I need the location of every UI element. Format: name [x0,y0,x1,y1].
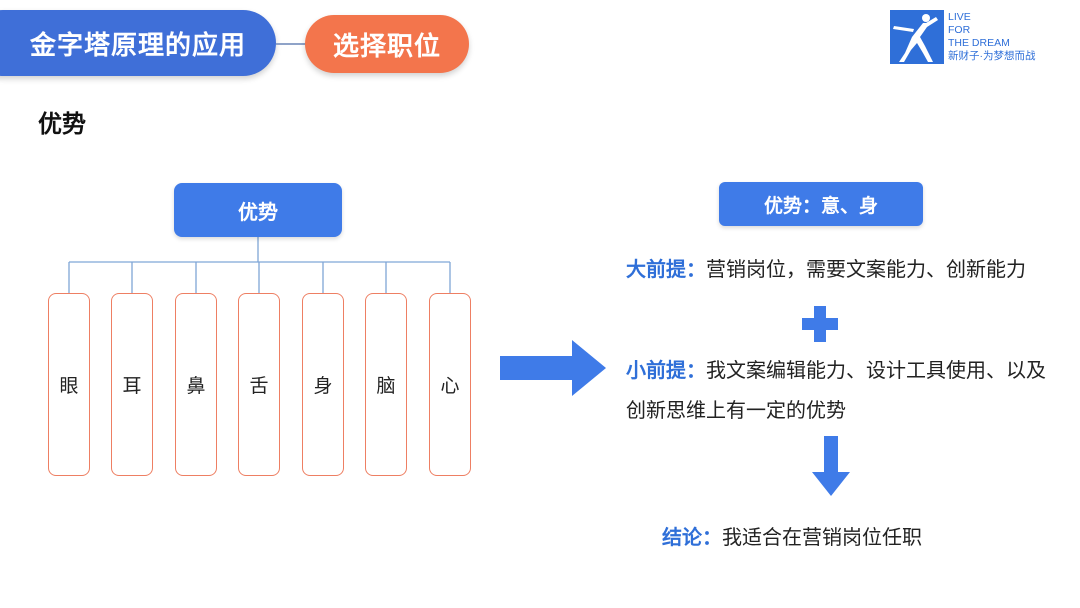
tree-leaf-ear: 耳 [111,293,153,476]
logo-line-the-dream: THE DREAM [948,37,1010,49]
arrow-right-icon [500,340,606,396]
arrow-down-icon [812,436,850,496]
conclusion-heading-box: 优势：意、身 [719,182,923,226]
logo-line-for: FOR [948,24,971,36]
logo-text: LIVE FOR THE DREAM 新财子·为梦想而战 [948,11,1036,63]
brand-logo: LIVE FOR THE DREAM 新财子·为梦想而战 [890,10,1062,66]
conclusion: 结论：我适合在营销岗位任职 [662,522,992,552]
minor-premise: 小前提：我文案编辑能力、设计工具使用、以及创新思维上有一定的优势 [626,350,1056,430]
major-premise-text: 营销岗位，需要文案能力、创新能力 [706,257,1026,281]
tree-leaf-body: 身 [302,293,344,476]
tree-leaf-heart: 心 [429,293,471,476]
conclusion-text: 我适合在营销岗位任职 [722,525,922,549]
conclusion-label: 结论： [662,525,722,549]
logo-line-live: LIVE [948,11,971,23]
minor-premise-label: 小前提： [626,358,706,382]
page-title: 金字塔原理的应用 [0,10,276,76]
plus-icon [802,306,838,342]
major-premise-label: 大前提： [626,257,706,281]
tree-root-box: 优势 [174,183,342,237]
tree-leaf-eye: 眼 [48,293,90,476]
major-premise: 大前提：营销岗位，需要文案能力、创新能力 [626,255,1046,283]
tree-leaf-brain: 脑 [365,293,407,476]
section-heading: 优势 [38,110,86,138]
page-subtitle: 选择职位 [305,15,469,73]
minor-premise-text: 我文案编辑能力、设计工具使用、以及创新思维上有一定的优势 [626,358,1046,422]
title-connector-line [276,43,306,45]
tree-leaf-nose: 鼻 [175,293,217,476]
tree-leaf-tongue: 舌 [238,293,280,476]
logo-tagline: 新财子·为梦想而战 [948,50,1036,62]
runner-icon [890,10,944,64]
